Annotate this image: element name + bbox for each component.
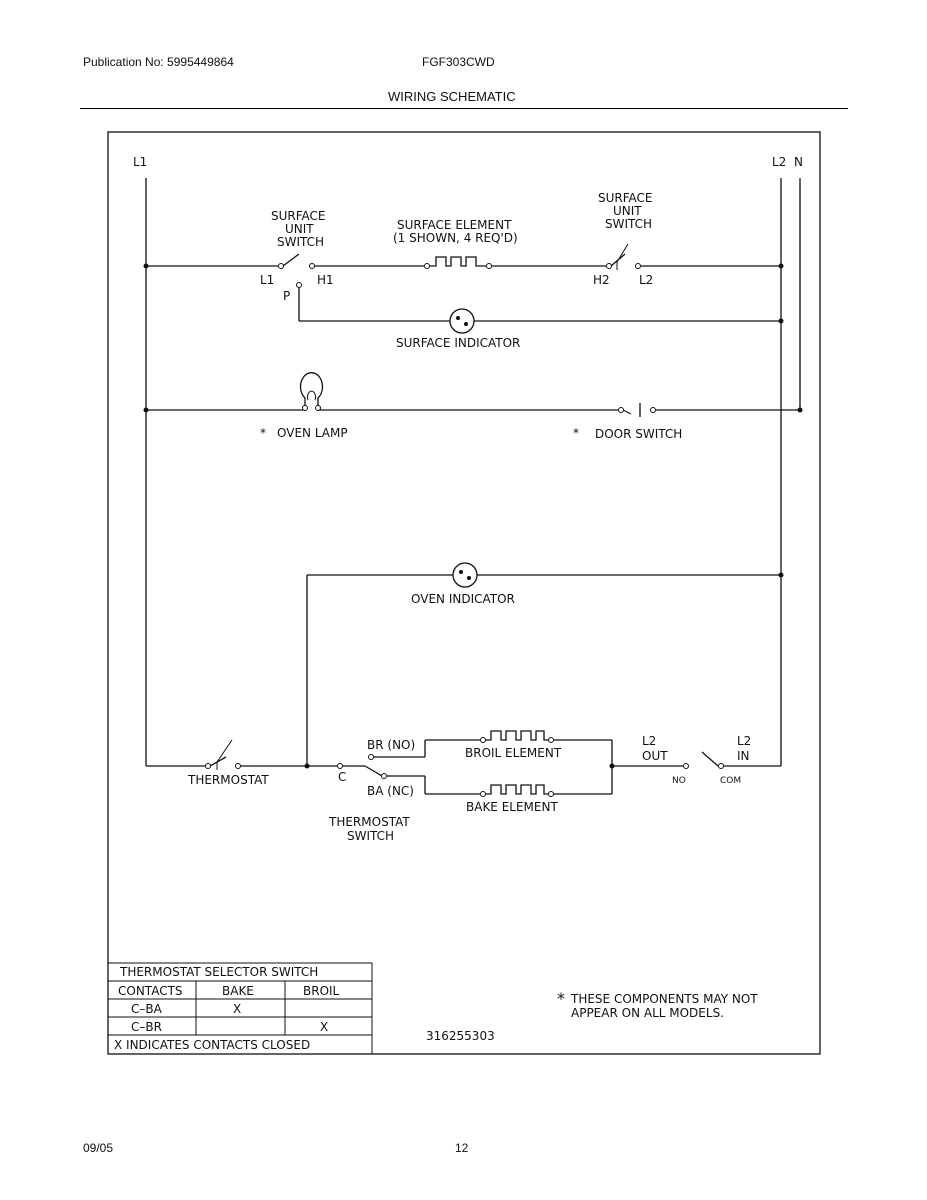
relay-out-line2: OUT [642,749,668,763]
contact-br-label: BR (NO) [367,738,415,752]
surface-element-line2: (1 SHOWN, 4 REQ'D) [393,231,518,245]
table-cell-row1-bake: X [233,1002,241,1016]
contact-c-label: C [338,770,346,784]
schematic-border [107,131,821,1055]
table-header-broil: BROIL [303,984,340,998]
surface-switch-left-line1: SURFACE [271,209,326,223]
contact-ba-label: BA (NC) [367,784,414,798]
oven-lamp-icon [299,372,324,411]
rail-l1-label: L1 [133,155,147,169]
terminal-l1: L1 [260,273,274,287]
model-number: FGF303CWD [422,55,495,69]
surface-switch-right-line3: SWITCH [605,217,652,231]
table-header-contacts: CONTACTS [118,984,183,998]
surface-switch-left-line2: UNIT [285,222,314,236]
footer-page-number: 12 [455,1141,469,1155]
publication-number: Publication No: 5995449864 [83,55,234,69]
door-switch-label: DOOR SWITCH [595,427,682,441]
surface-switch-right-bimetal [616,243,629,270]
table-footnote: X INDICATES CONTACTS CLOSED [114,1038,310,1052]
terminal-h1: H1 [317,273,334,287]
selector-table [107,962,373,1055]
thermostat-bimetal [216,739,233,770]
surface-switch-right-line1: SURFACE [598,191,653,205]
thermostat-switch-line1: THERMOSTAT [328,815,410,829]
bake-element-coil [486,784,548,795]
oven-indicator-symbol [452,562,478,588]
broil-element-label: BROIL ELEMENT [465,746,562,760]
broil-element-coil [486,730,548,741]
note-line2: APPEAR ON ALL MODELS. [571,1006,724,1020]
oven-lamp-label: OVEN LAMP [277,426,348,440]
surface-element-coil [430,256,486,267]
selector-table-title: THERMOSTAT SELECTOR SWITCH [119,965,318,979]
relay-in-line1: L2 [737,734,751,748]
rail-n-label: N [794,155,803,169]
oven-circuit [146,730,781,797]
oven-indicator-circuit [306,572,784,766]
part-number: 316255303 [426,1029,495,1043]
terminal-p: P [283,289,290,303]
lamp-circuit [143,403,803,417]
table-header-bake: BAKE [222,984,254,998]
relay-com-label: COM [720,776,741,786]
relay-no-label: NO [672,776,686,786]
bake-element-label: BAKE ELEMENT [466,800,558,814]
note-asterisk: * [557,989,565,1008]
page-title: WIRING SCHEMATIC [388,89,516,104]
thermostat-switch-line2: SWITCH [347,829,394,843]
oven-lamp-asterisk: * [260,426,266,440]
footer-date: 09/05 [83,1141,114,1155]
surface-indicator-label: SURFACE INDICATOR [396,336,520,350]
oven-indicator-label: OVEN INDICATOR [411,592,515,606]
surface-indicator-symbol [449,308,475,334]
surface-circuit [143,243,784,324]
terminal-h2: H2 [593,273,610,287]
surface-element-line1: SURFACE ELEMENT [397,218,512,232]
table-cell-row2-contact: C–BR [131,1020,162,1034]
rail-l2-label: L2 [772,155,786,169]
door-switch-asterisk: * [573,426,579,440]
surface-switch-left-line3: SWITCH [277,235,324,249]
relay-out-line1: L2 [642,734,656,748]
thermostat-label: THERMOSTAT [187,773,269,787]
surface-switch-right-line2: UNIT [613,204,642,218]
table-cell-row2-broil: X [320,1020,328,1034]
terminal-l2: L2 [639,273,653,287]
table-cell-row1-contact: C–BA [131,1002,163,1016]
note-line1: THESE COMPONENTS MAY NOT [570,992,758,1006]
header-rule [80,108,848,109]
relay-in-line2: IN [737,749,750,763]
